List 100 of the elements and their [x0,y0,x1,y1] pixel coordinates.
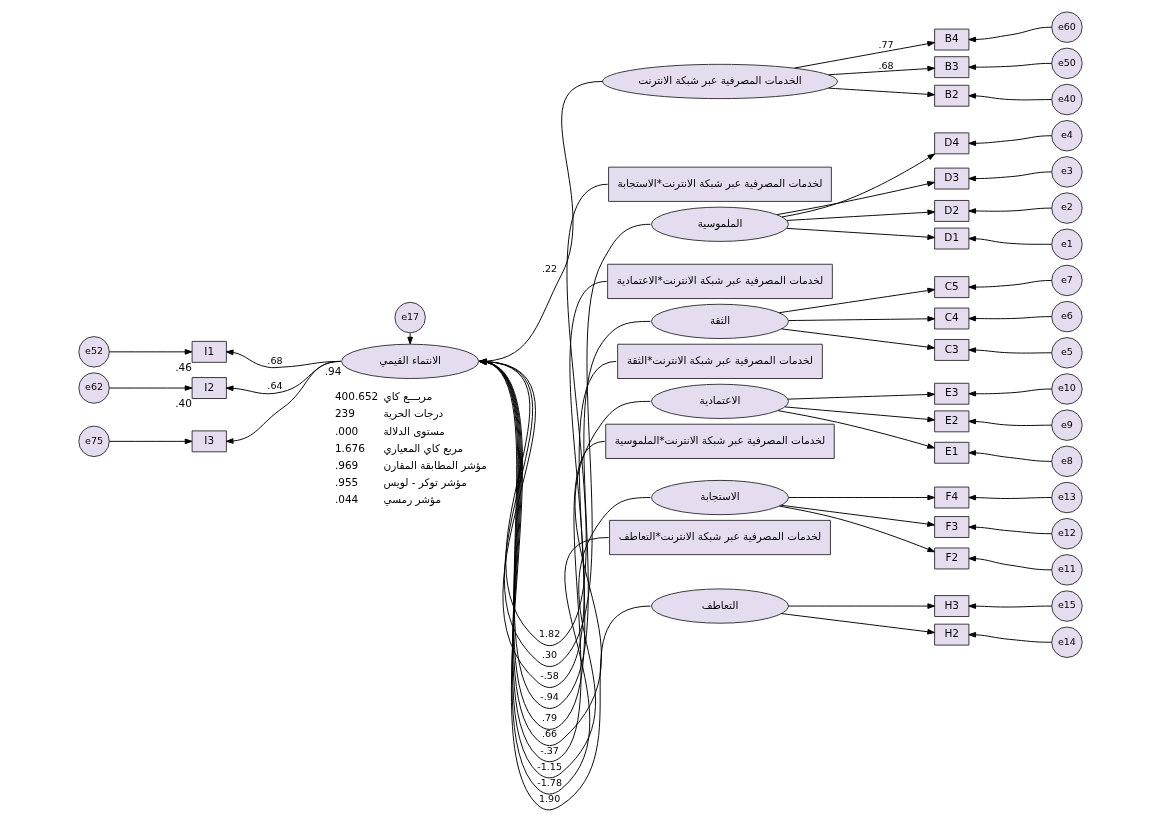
arrow [967,279,1052,290]
node-circle: e8 [1050,445,1083,478]
label: مستوى الدلالة [382,424,445,437]
node-box: C3 [933,339,969,361]
node-label: .40 [174,396,192,409]
edge-label: .64 [266,379,283,391]
node-ellipse: الانتماء القيمي [340,343,479,379]
arrow [787,391,935,400]
node-box: B4 [933,28,969,51]
node-circle: e7 [1050,264,1083,297]
arrow [785,227,935,240]
arrow [787,603,935,609]
label: مؤشر المطابقة المقارن [382,458,487,471]
node-box: D3 [933,167,969,190]
edge-label: .77 [877,39,894,51]
edge-label: .68 [266,355,283,367]
node-circle: e13 [1050,481,1083,514]
label: مربـــع كاي [382,390,432,403]
arrow [108,438,192,445]
arrow [967,388,1052,397]
node-circle: e4 [1050,120,1083,152]
node-circle: e15 [1050,590,1083,622]
edge-label: .22 [541,262,557,274]
arrow [967,171,1052,182]
node-box: لخدمات المصرفية عبر شبكة الانترنت*التعاطف [608,519,831,556]
arrow [108,349,192,355]
node-box: لخدمات المصرفية عبر شبكة الانترنت*الملموسية [604,423,835,459]
edge-label: -.58 [539,670,559,682]
node-box: D2 [933,200,969,222]
node-box: F3 [933,516,969,538]
label: 239 [334,407,355,420]
edge-label: 1.82 [538,628,560,640]
arrow [778,287,935,314]
node-ellipse: الملموسية [650,206,789,242]
node-box: E1 [933,441,969,464]
node-box: C5 [933,276,969,299]
arrow [784,406,935,423]
node-box: C4 [933,307,969,330]
node-circle: e14 [1050,626,1083,658]
node-circle: e11 [1050,554,1083,586]
node-box: لخدمات المصرفية عبر شبكة الانترنت*الاعتمادية [606,263,833,299]
arrow [786,209,935,221]
node-circle: e40 [1050,83,1083,116]
node-ellipse: التعاطف [650,588,789,624]
node-ellipse: الثقة [650,303,789,339]
arrow [781,153,935,218]
edge-label: 1.90 [538,793,560,805]
label: .044 [334,493,358,506]
node-circle: e5 [1050,337,1083,369]
arrow [108,385,192,391]
arrow [827,87,935,98]
node-ellipse: الاستجابة [650,479,789,516]
node-circle: e12 [1050,518,1083,550]
edge-label: -.94 [539,691,559,703]
node-box: لخدمات المصرفية عبر شبكة الانترنت*الثقة [616,343,823,379]
arrow [787,494,935,501]
label: مربع كاي المعياري [382,441,463,454]
node-label: .46 [174,360,192,373]
node-circle: e6 [1050,300,1083,333]
edge-label: .66 [541,728,557,740]
node-box: B3 [933,56,969,79]
edge-label: .68 [877,60,894,72]
label: مؤشر رمسي [382,493,441,506]
node-box: E2 [933,410,969,433]
arrow [967,62,1052,70]
node-circle: e60 [1050,11,1083,43]
arrow [793,40,935,69]
arrow [406,332,413,345]
label: .969 [334,458,358,471]
arrow [967,603,1052,609]
arrow [780,613,935,635]
arrow [780,328,935,350]
label: درجات الحرية [382,407,443,420]
node-ellipse: الخدمات المصرفية عبر شبكة الانترنت [601,63,838,100]
node-box: I3 [191,430,227,453]
node-circle: e52 [77,336,110,368]
arrow [967,235,1052,245]
edge-label: .30 [541,649,557,661]
label: 400.652 [334,390,378,403]
node-box: لخدمات المصرفية عبر شبكة الانترنت*الاستجابة [607,166,832,202]
node-box: H2 [933,623,969,646]
arrow [787,316,935,322]
label: 1.676 [334,441,365,454]
arrow [780,504,935,527]
node-circle: e62 [77,372,110,404]
arrow [967,524,1052,535]
arrow [827,65,935,76]
node-circle: e75 [77,425,110,458]
node-box: F4 [933,486,969,509]
node-box: F2 [933,547,969,570]
label: .955 [334,475,358,488]
node-circle: e2 [1050,192,1083,224]
node-box: D4 [933,132,969,155]
node-circle: e1 [1050,228,1083,260]
arrow [967,555,1052,571]
edge-label: .79 [541,712,557,724]
node-circle: e50 [1050,47,1083,80]
node-box: I1 [191,340,227,363]
node-circle: e3 [1050,156,1083,188]
edge-label: -.37 [539,744,559,756]
